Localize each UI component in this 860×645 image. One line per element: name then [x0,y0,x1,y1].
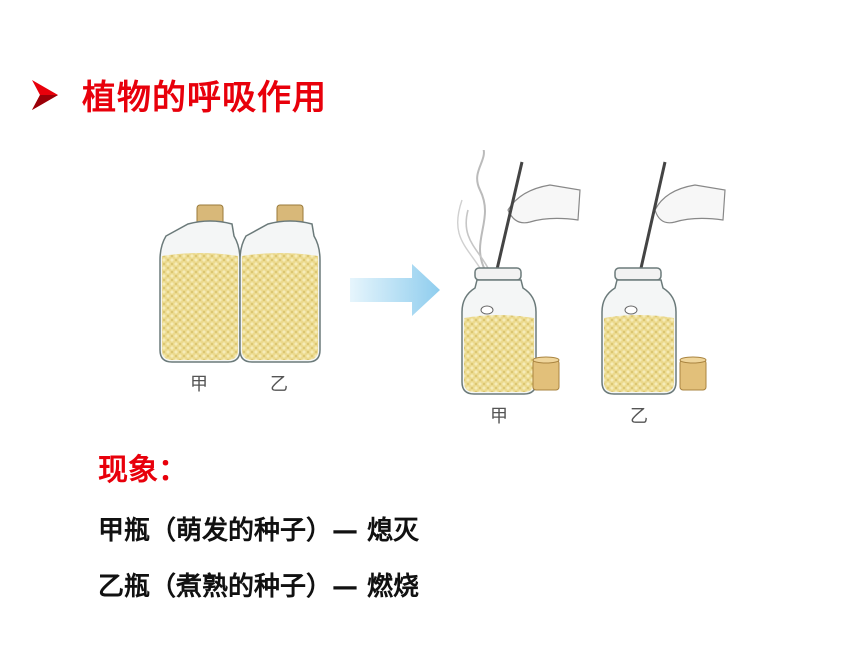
seed-respiration-illustration: 甲 乙 甲 乙 [159,150,726,427]
jar-yi-after: 乙 [601,161,726,427]
result-line-jia: 甲瓶（萌发的种子）— 熄灭 [98,516,420,546]
jar-label-jia-after: 甲 [490,406,508,427]
arrow-bullet-icon [32,79,58,110]
jar-label-jia-before: 甲 [190,374,208,395]
phenomenon-heading: 现象： [98,453,188,488]
slide-title-row: 植物的呼吸作用 [30,70,327,119]
jar-yi-before: 乙 [239,204,321,395]
jar-jia-before: 甲 [159,204,241,395]
slide-title: 植物的呼吸作用 [82,78,327,118]
jar-label-yi-after: 乙 [630,406,648,427]
jar-jia-after: 甲 [457,150,581,427]
process-arrow-icon [350,264,440,316]
jar-label-yi-before: 乙 [270,374,288,395]
result-line-yi: 乙瓶（煮熟的种子）— 燃烧 [98,572,420,602]
